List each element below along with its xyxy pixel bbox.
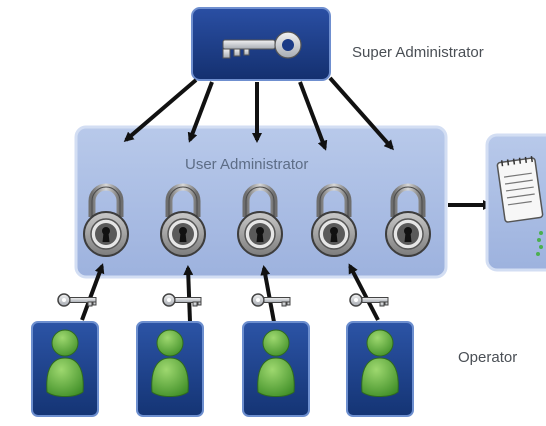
super-administrator-label: Super Administrator <box>352 44 484 61</box>
super-to-user-arrows <box>123 76 394 151</box>
operator-tile <box>136 321 204 417</box>
operator-row <box>31 293 414 417</box>
operator-label: Operator <box>458 349 518 366</box>
operator-person-icon <box>46 329 84 397</box>
padlock-icon <box>83 183 129 257</box>
operator-person-icon <box>257 329 295 397</box>
padlock-icon <box>160 183 206 257</box>
padlock-icon <box>385 183 431 257</box>
master-key-icon <box>222 31 302 59</box>
super-administrator-box <box>191 7 331 81</box>
audit-log-panel <box>485 133 546 272</box>
notepad-icon <box>496 155 544 256</box>
padlock-icon <box>311 183 357 257</box>
operator-to-lock-arrows <box>80 263 380 323</box>
operator-tile <box>31 321 99 417</box>
operator-tile <box>346 321 414 417</box>
operator-person-icon <box>151 329 189 397</box>
operator-key-icon <box>162 293 202 307</box>
operator-person-icon <box>361 329 399 397</box>
operator-key-icon <box>57 293 97 307</box>
operator-key-icon <box>349 293 389 307</box>
operator-key-icon <box>251 293 291 307</box>
operator-tile <box>242 321 310 417</box>
padlock-icon <box>237 183 283 257</box>
user-administrator-label: User Administrator <box>185 156 309 173</box>
lock-row <box>83 183 431 257</box>
